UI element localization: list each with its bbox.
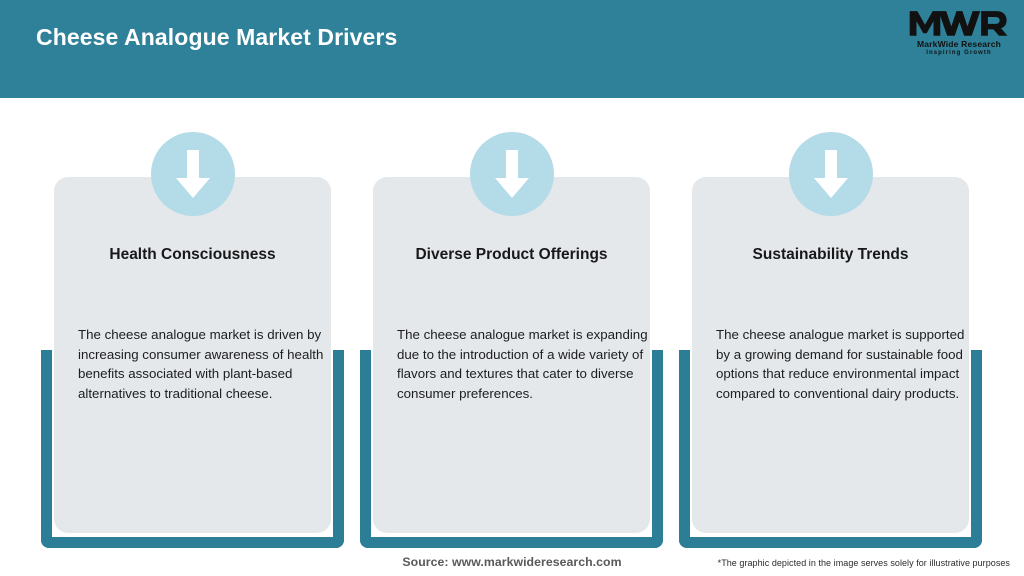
card-title: Health Consciousness [109, 246, 276, 263]
source-label[interactable]: Source: www.markwideresearch.com [402, 555, 622, 569]
driver-card-2[interactable]: Diverse Product Offerings The cheese ana… [359, 98, 664, 576]
card-accent-bracket [679, 350, 982, 548]
card-body-text: The cheese analogue market is supported … [716, 327, 965, 401]
down-arrow-icon [494, 150, 529, 198]
card-panel [692, 177, 969, 533]
brand-logo: MarkWide Research Inspiring Growth [908, 8, 1010, 60]
cards-container: Health Consciousness The cheese analogue… [0, 98, 1024, 576]
mwr-logomark-icon [909, 11, 1008, 36]
card-title: Sustainability Trends [752, 246, 909, 263]
card-body-text: The cheese analogue market is driven by … [78, 327, 324, 401]
card-icon-badge [150, 132, 235, 216]
card-body-text: The cheese analogue market is expanding … [397, 327, 648, 401]
card-accent-bracket [41, 350, 344, 548]
page-title: Cheese Analogue Market Drivers [36, 24, 398, 50]
card-icon-badge [788, 132, 873, 216]
header-band: Cheese Analogue Market Drivers MarkWide … [0, 0, 1024, 98]
down-arrow-icon [175, 150, 210, 198]
card-accent-bracket [360, 350, 663, 548]
card-panel [54, 177, 331, 533]
down-arrow-icon [813, 150, 848, 198]
driver-card-1[interactable]: Health Consciousness The cheese analogue… [40, 98, 345, 576]
driver-card-3[interactable]: Sustainability Trends The cheese analogu… [678, 98, 983, 576]
card-icon-badge [469, 132, 554, 216]
card-panel [373, 177, 650, 533]
logo-company-name: MarkWide Research [916, 39, 1002, 49]
card-title: Diverse Product Offerings [415, 246, 608, 263]
logo-tagline: Inspiring Growth [926, 50, 992, 56]
disclaimer-note: *The graphic depicted in the image serve… [717, 558, 1010, 568]
